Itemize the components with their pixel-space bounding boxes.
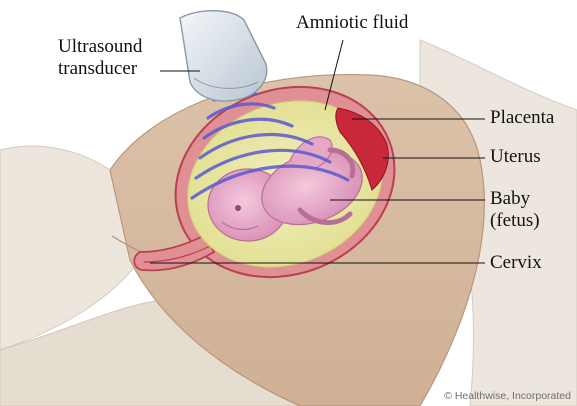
label-ultrasound-transducer: Ultrasound transducer: [58, 36, 142, 80]
label-placenta: Placenta: [490, 107, 554, 129]
ultrasound-transducer-shape: [180, 11, 267, 101]
label-amniotic-fluid: Amniotic fluid: [296, 12, 408, 34]
label-baby-fetus: Baby (fetus): [490, 188, 540, 232]
label-uterus: Uterus: [490, 146, 541, 168]
label-transducer-line2: transducer: [58, 58, 142, 80]
label-baby-line1: Baby: [490, 188, 540, 210]
copyright-notice: © Healthwise, Incorporated: [444, 390, 571, 402]
label-cervix: Cervix: [490, 252, 542, 274]
label-transducer-line1: Ultrasound: [58, 36, 142, 58]
label-baby-line2: (fetus): [490, 210, 540, 232]
